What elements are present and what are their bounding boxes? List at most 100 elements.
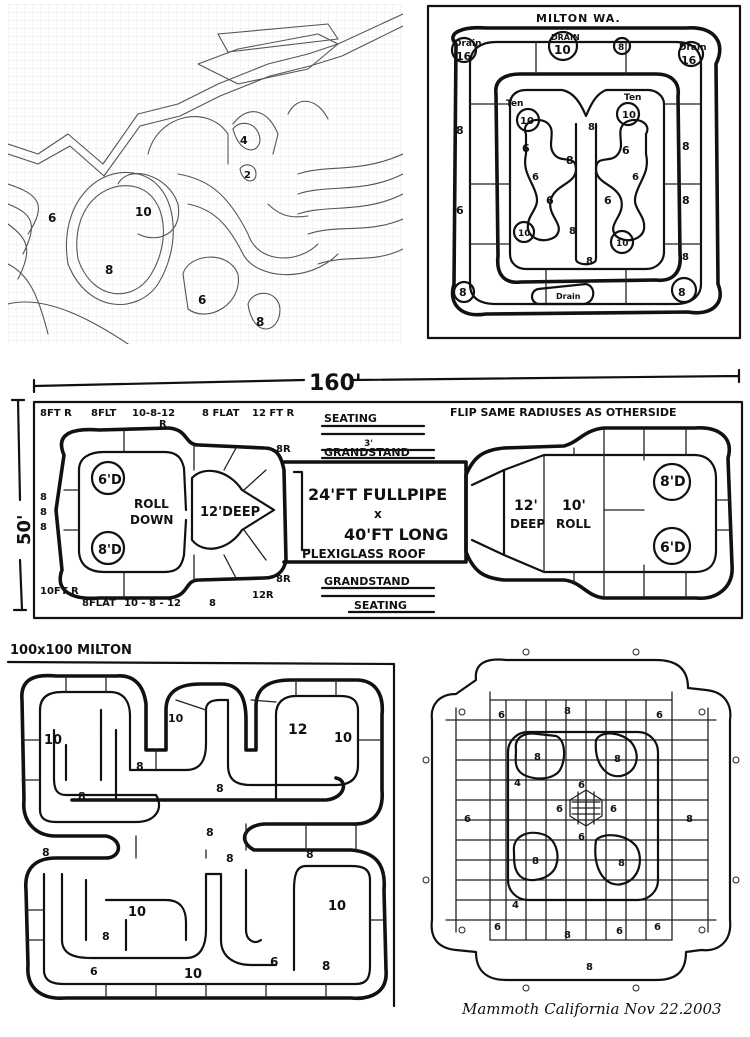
right-deep-label: DEEP xyxy=(510,517,545,531)
depth-label: 4 xyxy=(512,900,519,911)
plan-note: 10-8-12 xyxy=(132,408,175,419)
pool-label: 8 xyxy=(566,154,574,167)
pool-label: Ten xyxy=(506,99,523,109)
plan-note: 10 - 8 - 12 xyxy=(124,598,181,609)
pool-label: DRAIN xyxy=(551,33,580,42)
depth-label: 6 xyxy=(464,814,471,825)
pool-label: 16 xyxy=(681,54,697,67)
pool-label: 8 xyxy=(588,122,595,133)
pool-label: 6 xyxy=(456,204,464,217)
depth-label: 2 xyxy=(244,170,251,181)
width-dimension: 50' xyxy=(14,514,35,545)
pool-label: 8 xyxy=(678,286,686,299)
depth-label: 8 xyxy=(564,930,571,941)
depth-label: 4 xyxy=(240,134,248,147)
pipe-roof: PLEXIGLASS ROOF xyxy=(302,547,426,561)
pool-label: 10 xyxy=(518,229,531,239)
pool-label: 6 xyxy=(604,194,612,207)
pencil-sketch-drawing: 10 8 6 6 4 2 8 xyxy=(8,4,403,344)
depth-label: 8 xyxy=(226,852,234,865)
depth-label: 4 xyxy=(514,778,521,789)
right-bowl-depth: 6'D xyxy=(660,540,686,556)
depth-label: 10 xyxy=(135,205,152,219)
seating-top: SEATING xyxy=(324,412,377,425)
depth-label: 6 xyxy=(578,780,585,791)
plan-note: 12R xyxy=(252,590,274,601)
plan-note: 8FT R xyxy=(40,408,72,419)
plan-note: 8 xyxy=(40,522,47,533)
pool-label: 8 xyxy=(586,256,593,267)
plan-note: 8 FLAT xyxy=(202,408,240,419)
seating-top-height: 3' xyxy=(364,439,373,449)
depth-label: 6 xyxy=(656,710,663,721)
depth-label: 10 xyxy=(168,712,184,725)
depth-label: 8 xyxy=(216,782,224,795)
depth-label: 8 xyxy=(564,706,571,717)
grandstand-top: GRANDSTAND xyxy=(324,446,410,459)
milton-wa-title: MILTON WA. xyxy=(536,12,621,25)
pool-label: 6 xyxy=(532,172,539,183)
plan-note: 10FT R xyxy=(40,586,79,597)
left-bowl-depth: 6'D xyxy=(98,473,122,488)
depth-label: 6 xyxy=(556,804,563,815)
depth-label: 8 xyxy=(534,752,541,763)
pool-label: 6 xyxy=(632,172,639,183)
depth-label: 8 xyxy=(102,930,110,943)
pool-label: 16 xyxy=(456,50,472,63)
pool-label: 8 xyxy=(459,286,467,299)
depth-label: 10 xyxy=(44,733,62,748)
pool-label: 6 xyxy=(522,142,530,155)
pool-label: 8 xyxy=(456,124,464,137)
right-roll-label: 10' xyxy=(562,498,586,514)
length-dimension: 160' xyxy=(309,371,362,396)
pool-label: 8 xyxy=(682,252,689,263)
pool-label: 8 xyxy=(682,194,690,207)
roll-down-label: DOWN xyxy=(130,513,173,527)
milton-100-panel: 100x100 MILTON 10 10 12 10 8 8 8 8 8 10 … xyxy=(6,640,398,1010)
plan-note: 8R xyxy=(276,444,291,455)
pool-label: 8 xyxy=(682,140,690,153)
skatepark-plan-drawing: 160' 50' 8FT R 8FT R 8FLT 10-8-12 R xyxy=(10,368,744,620)
right-bowl-depth: 8'D xyxy=(660,474,686,490)
pool-label: 10 xyxy=(622,110,636,121)
depth-label: 6 xyxy=(610,804,617,815)
depth-label: 6 xyxy=(654,922,661,933)
pencil-sketch-panel: 10 8 6 6 4 2 8 xyxy=(8,4,403,344)
milton-wa-drawing: MILTON WA. Drain 16 DRAIN 10 8 Drain 16 … xyxy=(426,4,742,340)
pool-label: 10 xyxy=(520,116,534,127)
depth-label: 8 xyxy=(614,754,621,765)
pool-label: 10 xyxy=(616,239,629,249)
depth-label: 10 xyxy=(128,905,146,920)
plan-note: R xyxy=(159,419,167,430)
pool-label: 6 xyxy=(546,194,554,207)
depth-label: 6 xyxy=(198,293,206,307)
depth-label: 8 xyxy=(306,848,314,861)
depth-label: 6 xyxy=(578,832,585,843)
grandstand-bottom: GRANDSTAND xyxy=(324,575,410,588)
depth-label: 6 xyxy=(270,955,278,969)
depth-label: 8 xyxy=(322,959,330,973)
left-bowl-depth: 8'D xyxy=(98,543,122,558)
mammoth-drawing: 6 8 6 8 8 4 6 6 6 6 6 8 8 8 6 6 8 6 4 8 xyxy=(422,648,740,992)
depth-label: 8 xyxy=(618,858,625,869)
depth-label: 10 xyxy=(184,967,202,982)
flip-note: FLIP SAME RADIUSES AS OTHERSIDE xyxy=(450,406,677,419)
depth-label: 8 xyxy=(586,962,593,973)
plan-note: 8R xyxy=(276,574,291,585)
plan-note: 12 FT R xyxy=(252,408,295,419)
depth-label: 6 xyxy=(494,922,501,933)
depth-label: 8 xyxy=(686,814,693,825)
pipe-x: x xyxy=(374,507,382,521)
milton-100-title: 100x100 MILTON xyxy=(10,643,132,658)
depth-label: 8 xyxy=(78,790,86,803)
depth-label: 6 xyxy=(498,710,505,721)
pool-label: 10 xyxy=(554,43,571,57)
depth-label: 10 xyxy=(334,731,352,746)
pool-label: Drain xyxy=(679,43,706,53)
milton-wa-panel: MILTON WA. Drain 16 DRAIN 10 8 Drain 16 … xyxy=(426,4,744,342)
plan-note: 8FLAT xyxy=(82,598,116,609)
pipe-length: 40'FT LONG xyxy=(344,525,448,544)
milton-100-drawing: 100x100 MILTON 10 10 12 10 8 8 8 8 8 10 … xyxy=(6,643,396,1008)
plan-note: 8 xyxy=(40,492,47,503)
depth-label: 6 xyxy=(48,211,56,225)
